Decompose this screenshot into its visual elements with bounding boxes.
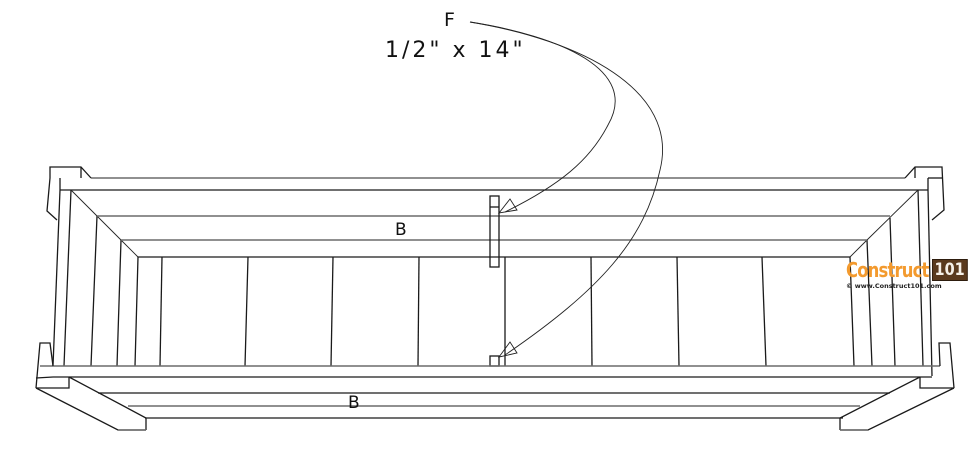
front-left-post	[35, 342, 70, 389]
front-board-label: B	[348, 393, 361, 413]
back-top-rail	[60, 177, 928, 191]
logo-url: © www.Construct101.com	[846, 282, 942, 290]
back-left-post	[46, 166, 92, 221]
callout-dimension: 1/2" x 14"	[385, 38, 526, 63]
front-right-skid	[839, 376, 955, 431]
back-board-label: B	[395, 220, 408, 240]
front-board-b	[98, 392, 890, 419]
logo-mark: Construct 101	[846, 258, 968, 282]
right-side-wall	[849, 189, 933, 377]
front-top-rail	[40, 365, 940, 378]
logo-brand-word: Construct	[846, 258, 929, 282]
callout-arrow-to-front-cleat	[469, 21, 663, 358]
part-f-front-cleat	[489, 355, 500, 367]
back-board-b	[97, 215, 890, 258]
bottom-slats	[244, 256, 767, 367]
left-side-wall	[52, 189, 163, 367]
back-right-post	[904, 166, 945, 221]
front-right-post	[919, 342, 955, 389]
part-f-back-cleat	[489, 195, 500, 268]
construct101-watermark: Construct 101 © www.Construct101.com	[846, 258, 968, 290]
logo-brand-number: 101	[932, 259, 968, 281]
callout-part-letter: F	[444, 9, 455, 31]
front-left-skid	[35, 376, 147, 431]
